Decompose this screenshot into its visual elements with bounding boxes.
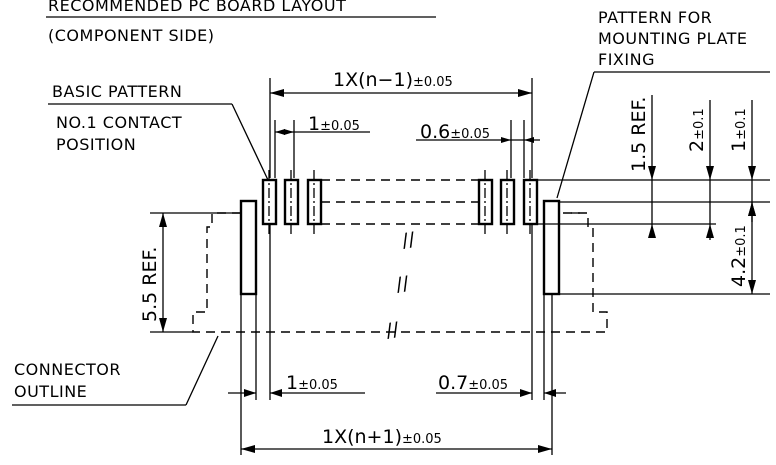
basic-pattern-label: BASIC PATTERN [52, 82, 182, 101]
arrowhead [270, 389, 282, 397]
break-mark-bottom: // [384, 318, 401, 342]
arrowhead [501, 137, 511, 143]
mounting-pad-right [542, 199, 561, 296]
basic-pattern-leader [231, 103, 269, 181]
arrowhead [284, 129, 294, 135]
arrowhead [748, 280, 756, 294]
mounting-pad-left [239, 199, 258, 296]
arrowhead [244, 389, 256, 397]
dim-2-label: 2±0.1 [686, 108, 708, 152]
mounting-label-1: PATTERN FOR [598, 8, 712, 27]
connector-outline-label-2: OUTLINE [14, 382, 87, 401]
arrowhead [648, 224, 656, 238]
arrowhead [706, 224, 714, 238]
dim-1-5-ref: 1.5 REF. [628, 97, 650, 172]
dim-bottom-main: 1X(n+1)±0.05 [322, 426, 442, 448]
dim-bottom-left: 1±0.05 [286, 372, 338, 394]
arrowhead [706, 166, 714, 180]
arrowhead [159, 213, 167, 227]
arrowhead [748, 166, 756, 180]
title-line-1: RECOMMENDED PC BOARD LAYOUT [48, 0, 346, 15]
dim-pad-gap: 0.6±0.05 [420, 121, 490, 143]
arrowhead [648, 166, 656, 180]
title-line-2: (COMPONENT SIDE) [48, 26, 215, 45]
mounting-leader [556, 71, 595, 199]
dim-5-5-ref: 5.5 REF. [139, 247, 161, 322]
mounting-label-3: FIXING [598, 50, 655, 69]
dim-bottom-right: 0.7±0.05 [438, 372, 508, 394]
arrowhead [241, 445, 255, 453]
arrowhead [270, 89, 284, 97]
arrowhead [544, 389, 556, 397]
no1-contact-label-1: NO.1 CONTACT [56, 113, 182, 132]
arrowhead [518, 89, 532, 97]
dim-top-label: 1X(n−1)±0.05 [333, 69, 453, 91]
arrowhead [520, 389, 532, 397]
outline-leader [185, 335, 219, 406]
arrowhead [275, 129, 285, 135]
dim-pad-width: 1±0.05 [308, 113, 360, 135]
mounting-label-2: MOUNTING PLATE [598, 29, 748, 48]
arrowhead [159, 318, 167, 332]
dim-1-label: 1±0.1 [728, 108, 750, 152]
no1-contact-label-2: POSITION [56, 135, 136, 154]
connector-outline-label-1: CONNECTOR [14, 360, 121, 379]
break-mark-top: // [400, 228, 417, 252]
arrowhead [538, 445, 552, 453]
arrowhead [748, 202, 756, 216]
dim-4-2-label: 4.2±0.1 [728, 225, 750, 287]
break-mark-mid: // [394, 272, 411, 296]
arrowhead [524, 137, 534, 143]
